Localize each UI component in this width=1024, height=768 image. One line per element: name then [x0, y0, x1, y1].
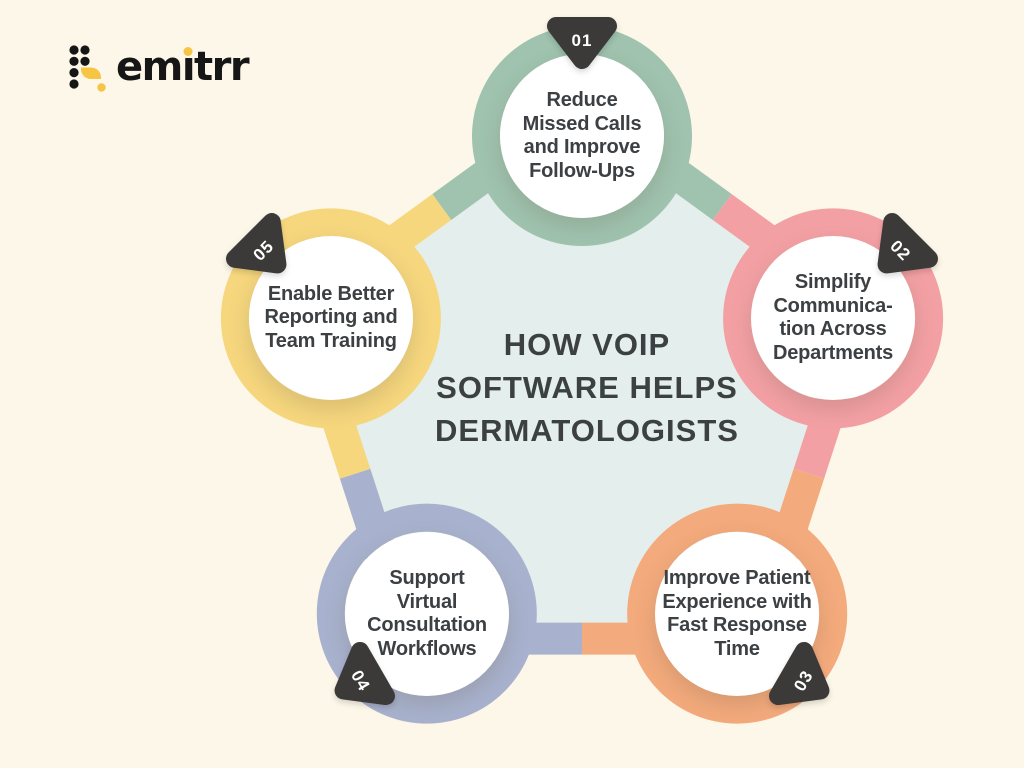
node-label-line: Enable Better	[267, 282, 395, 305]
main-title: HOW VOIP SOFTWARE HELPS DERMATOLOGISTS	[352, 323, 822, 452]
node-label-line: Support	[389, 567, 465, 589]
main-title-line: HOW VOIP	[503, 327, 671, 362]
node-label-line: Reduce	[546, 89, 618, 111]
logo-i-dot: ı	[181, 44, 196, 90]
node-ring	[220, 208, 441, 429]
node-label-line: Missed Calls	[522, 112, 642, 135]
brand-logo-text: emıtrr	[116, 44, 250, 90]
main-title-line: SOFTWARE HELPS	[436, 370, 738, 405]
node-label-line: Reporting and	[264, 306, 398, 329]
node-label-line: Time	[714, 637, 760, 660]
node-label-line: tion Across	[779, 318, 887, 340]
node-label-line: Virtual	[396, 590, 458, 613]
pentagon-fill	[316, 121, 848, 626]
node-label-line: Consultation	[367, 614, 487, 636]
brand-logo: emıtrr	[68, 44, 250, 92]
node-label-line: Experience with	[662, 590, 812, 613]
brand-logo-mark-icon	[69, 45, 106, 92]
node-label-line: Departments	[772, 341, 894, 364]
node-label-line: Improve Patient	[663, 567, 811, 589]
node-label-line: Fast Response	[667, 614, 807, 636]
node-ring	[723, 208, 944, 429]
node-label-line: Follow-Ups	[529, 159, 635, 182]
node-ring	[627, 503, 848, 724]
node-label-line: Simplify	[794, 271, 872, 293]
node-label-line: and Improve	[523, 136, 641, 158]
node-label-line: Team Training	[265, 329, 397, 352]
node-label-line: Communica-	[773, 294, 893, 317]
node-ring	[316, 503, 537, 724]
main-title-line: DERMATOLOGISTS	[435, 413, 739, 448]
node-label-line: Workflows	[377, 637, 477, 660]
